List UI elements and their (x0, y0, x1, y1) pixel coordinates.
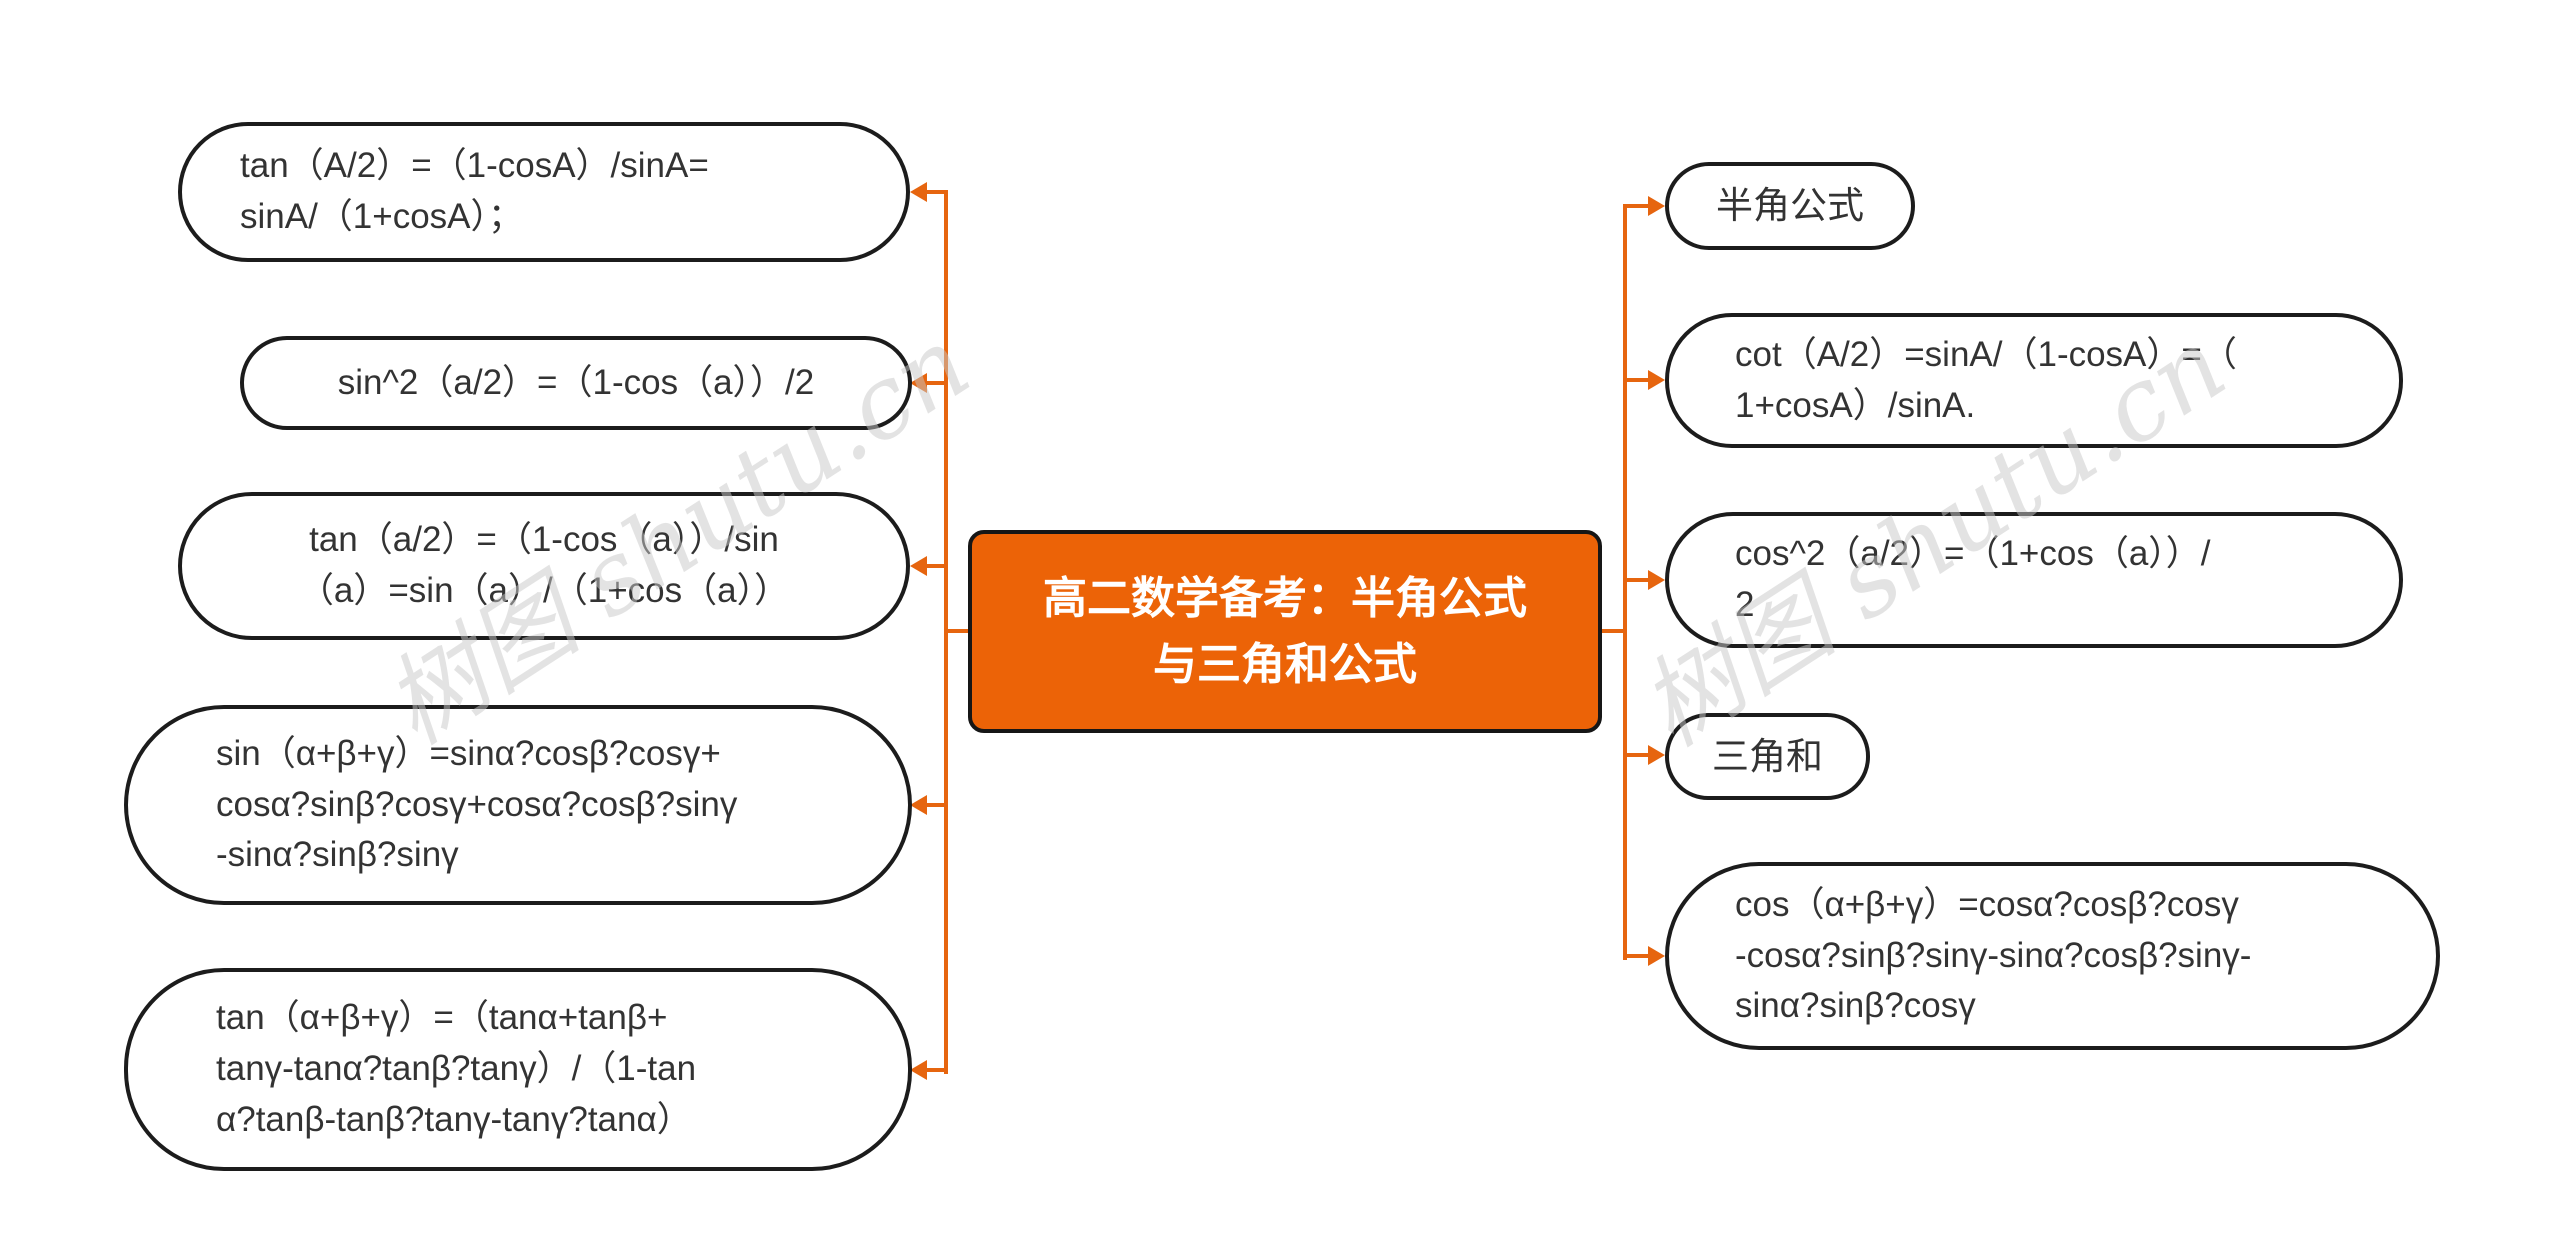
left-connector-line-4 (925, 803, 948, 807)
left-node-tan-triple-sum[interactable]: tan（α+β+γ）=（tanα+tanβ+ tanγ-tanα?tanβ?ta… (124, 968, 912, 1171)
right-branch-trunk-line (1623, 204, 1627, 960)
left-arrowhead-5 (910, 1060, 927, 1080)
left-node-sin-triple-sum[interactable]: sin（α+β+γ）=sinα?cosβ?cosγ+ cosα?sinβ?cos… (124, 705, 912, 905)
right-connector-line-4 (1627, 753, 1649, 757)
left-node-tan-half-angle-a[interactable]: tan（a/2）=（1-cos（a））/sin （a）=sin（a）/（1+co… (178, 492, 910, 640)
left-arrowhead-2 (910, 373, 927, 393)
right-arrowhead-4 (1648, 745, 1665, 765)
right-node-half-angle-formula-label[interactable]: 半角公式 (1665, 162, 1915, 250)
right-connector-line-5 (1627, 954, 1649, 958)
right-node-cot-half-angle[interactable]: cot（A/2）=sinA/（1-cosA）=（ 1+cosA）/sinA. (1665, 313, 2403, 448)
right-arrowhead-5 (1648, 946, 1665, 966)
right-node-cos-squared-half-angle[interactable]: cos^2（a/2）=（1+cos（a））/ 2 (1665, 512, 2403, 648)
left-arrowhead-1 (910, 182, 927, 202)
left-connector-line-3 (925, 564, 948, 568)
left-connector-line-5 (925, 1068, 948, 1072)
right-connector-line-3 (1627, 578, 1649, 582)
right-node-cos-triple-sum[interactable]: cos（α+β+γ）=cosα?cosβ?cosγ -cosα?sinβ?sin… (1665, 862, 2440, 1050)
right-arrowhead-1 (1648, 196, 1665, 216)
center-to-left-trunk-line (944, 629, 970, 633)
left-connector-line-1 (925, 190, 948, 194)
center-to-right-trunk-line (1600, 629, 1623, 633)
right-connector-line-1 (1627, 204, 1649, 208)
left-connector-line-2 (925, 381, 948, 385)
left-arrowhead-3 (910, 556, 927, 576)
right-arrowhead-2 (1648, 370, 1665, 390)
right-node-triangle-sum-label[interactable]: 三角和 (1665, 713, 1870, 800)
left-node-sin-squared-half-angle[interactable]: sin^2（a/2）=（1-cos（a））/2 (240, 336, 912, 430)
left-node-tan-half-angle-A[interactable]: tan（A/2）=（1-cosA）/sinA= sinA/（1+cosA）； (178, 122, 910, 262)
right-arrowhead-3 (1648, 570, 1665, 590)
central-topic-node[interactable]: 高二数学备考：半角公式 与三角和公式 (968, 530, 1602, 733)
right-connector-line-2 (1627, 378, 1649, 382)
left-arrowhead-4 (910, 795, 927, 815)
